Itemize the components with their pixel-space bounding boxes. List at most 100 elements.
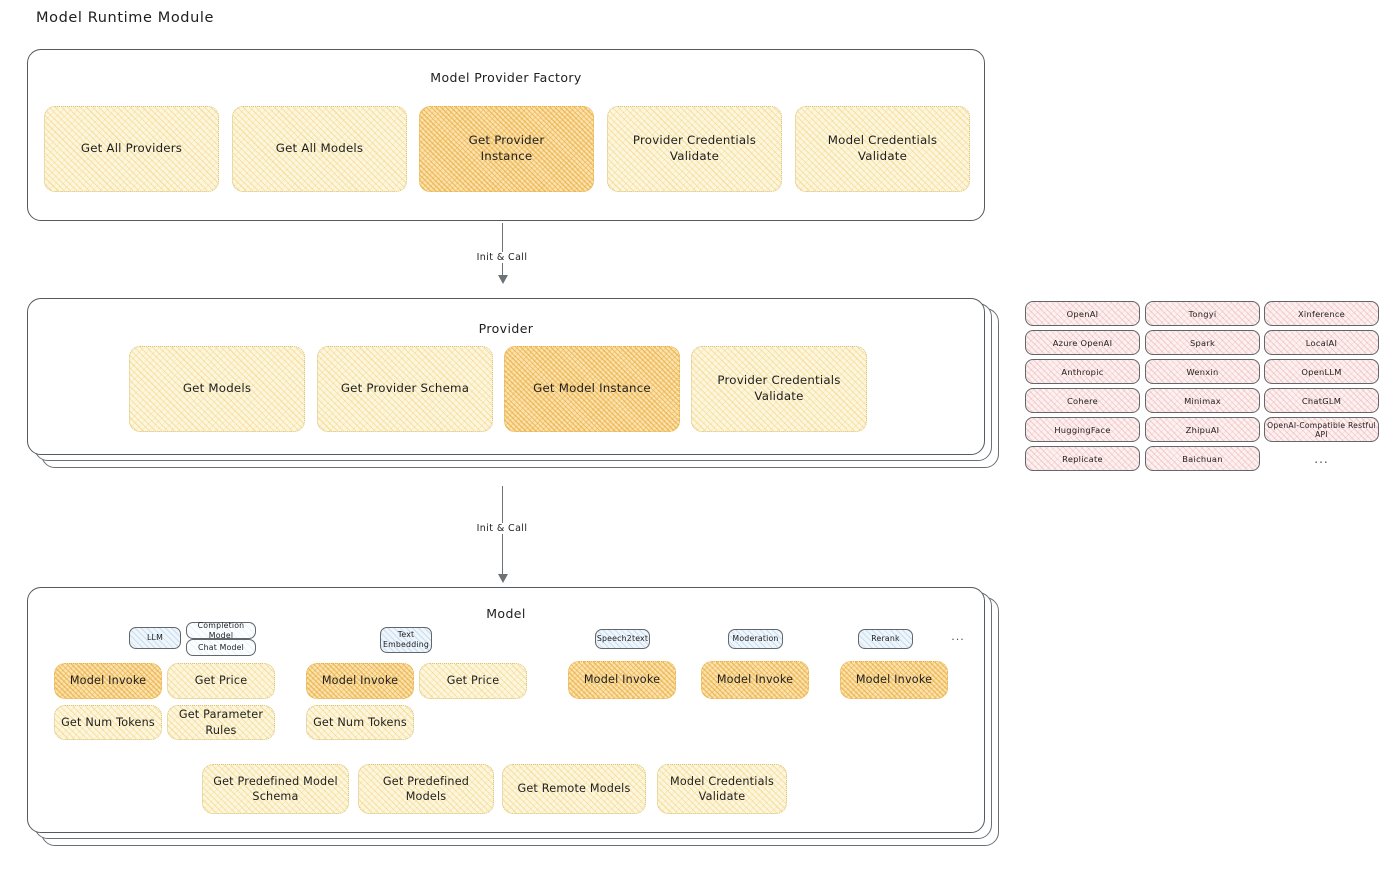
provider-chip-label: Minimax (1184, 395, 1221, 406)
model-node-rerank-model-invoke[interactable]: Model Invoke (840, 661, 948, 699)
model-node-text-embedding-get-price[interactable]: Get Price (419, 663, 527, 699)
model-node-label: Get Price (446, 674, 500, 688)
provider-chip-baichuan[interactable]: Baichuan (1145, 446, 1260, 471)
factory-node-get-all-providers[interactable]: Get All Providers (44, 106, 219, 192)
provider-chip-label: Azure OpenAI (1052, 337, 1113, 348)
provider-chip-tongyi[interactable]: Tongyi (1145, 301, 1260, 326)
provider-chip-wenxin[interactable]: Wenxin (1145, 359, 1260, 384)
provider-chip-anthropic[interactable]: Anthropic (1025, 359, 1140, 384)
model-node-label: Model Invoke (69, 674, 147, 688)
model-badge-speech2text[interactable]: Speech2text (595, 629, 650, 649)
model-node-llm-get-num-tokens[interactable]: Get Num Tokens (54, 705, 162, 740)
arrow-provider-to-model-head (497, 574, 508, 583)
provider-chip-label: Spark (1189, 337, 1216, 348)
provider-chip-xinference[interactable]: Xinference (1264, 301, 1379, 326)
provider-chip-zhipuai[interactable]: ZhipuAI (1145, 417, 1260, 442)
model-node-text-embedding-model-invoke[interactable]: Model Invoke (306, 663, 414, 699)
model-badge-llm-chat-model[interactable]: Chat Model (186, 639, 256, 656)
model-node-speech2text-model-invoke[interactable]: Model Invoke (568, 661, 676, 699)
model-node-label: Model Invoke (855, 673, 933, 687)
provider-chip-label: Anthropic (1061, 366, 1104, 377)
arrow-provider-to-model-label: Init & Call (472, 523, 532, 534)
model-badge-llm-completion-model[interactable]: Completion Model (186, 621, 256, 640)
provider-chip-openai-compatible-restful-api[interactable]: OpenAI-Compatible Restful API (1264, 417, 1379, 442)
model-node-text-embedding-get-num-tokens[interactable]: Get Num Tokens (306, 705, 414, 740)
model-node-get-remote-models[interactable]: Get Remote Models (502, 764, 646, 814)
provider-chip-label: Tongyi (1188, 308, 1217, 319)
provider-chip-openai[interactable]: OpenAI (1025, 301, 1140, 326)
provider-chip-openllm[interactable]: OpenLLM (1264, 359, 1379, 384)
provider-chip-label: Replicate (1062, 453, 1103, 464)
model-provider-factory-title: Model Provider Factory (430, 70, 582, 85)
model-badge-sub-label: Chat Model (197, 642, 245, 652)
model-badge-rerank[interactable]: Rerank (858, 629, 913, 649)
model-node-label: Get Num Tokens (61, 715, 155, 729)
model-badge-label: Rerank (871, 634, 900, 644)
model-node-label: Model Invoke (583, 673, 661, 687)
provider-chip-chatglm[interactable]: ChatGLM (1264, 388, 1379, 413)
model-badge-label: Moderation (732, 634, 779, 644)
provider-chip-minimax[interactable]: Minimax (1145, 388, 1260, 413)
provider-node-get-model-instance[interactable]: Get Model Instance (504, 346, 680, 432)
model-groups-more-ellipsis: ... (951, 630, 965, 643)
factory-node-get-all-models[interactable]: Get All Models (232, 106, 407, 192)
provider-chip-label: ZhipuAI (1185, 424, 1220, 435)
factory-node-label: Get All Providers (80, 141, 183, 156)
provider-chip-localai[interactable]: LocalAI (1264, 330, 1379, 355)
model-node-moderation-model-invoke[interactable]: Model Invoke (701, 661, 809, 699)
model-badge-label: Speech2text (596, 634, 649, 644)
provider-chip-label: OpenAI (1066, 308, 1099, 319)
provider-chip-azure-openai[interactable]: Azure OpenAI (1025, 330, 1140, 355)
provider-chip-huggingface[interactable]: HuggingFace (1025, 417, 1140, 442)
model-node-llm-model-invoke[interactable]: Model Invoke (54, 663, 162, 699)
provider-chip-cohere[interactable]: Cohere (1025, 388, 1140, 413)
provider-chip-label: LocalAI (1305, 337, 1338, 348)
arrow-factory-to-provider-label: Init & Call (472, 252, 532, 263)
model-badge-moderation[interactable]: Moderation (728, 629, 783, 649)
factory-node-label: Get All Models (275, 141, 364, 156)
arrow-factory-to-provider-head (497, 275, 508, 284)
provider-chip-label: Baichuan (1182, 453, 1223, 464)
provider-chip-label: HuggingFace (1054, 424, 1111, 435)
model-node-llm-get-price[interactable]: Get Price (167, 663, 275, 699)
model-badge-label: LLM (146, 633, 163, 643)
model-badge-llm[interactable]: LLM (129, 627, 181, 649)
model-node-label: Model Invoke (716, 673, 794, 687)
provider-node-label: Get Model Instance (533, 381, 651, 396)
provider-chip-label: OpenLLM (1301, 366, 1342, 377)
page-title: Model Runtime Module (36, 10, 215, 26)
model-title: Model (486, 606, 526, 621)
provider-chip-replicate[interactable]: Replicate (1025, 446, 1140, 471)
provider-node-get-models[interactable]: Get Models (129, 346, 305, 432)
provider-node-label: Get Models (182, 381, 252, 396)
arrow-factory-to-provider-line (502, 223, 504, 279)
provider-title: Provider (478, 321, 534, 336)
provider-chip-spark[interactable]: Spark (1145, 330, 1260, 355)
provider-list-more-ellipsis: ... (1314, 452, 1329, 466)
provider-node-get-provider-schema[interactable]: Get Provider Schema (317, 346, 493, 432)
provider-chip-label: ChatGLM (1301, 395, 1342, 406)
provider-chip-label: Wenxin (1186, 366, 1219, 377)
model-node-label: Get Price (194, 674, 248, 688)
provider-chip-label: OpenAI-Compatible Restful API (1267, 420, 1376, 439)
provider-node-label: Get Provider Schema (340, 381, 470, 396)
